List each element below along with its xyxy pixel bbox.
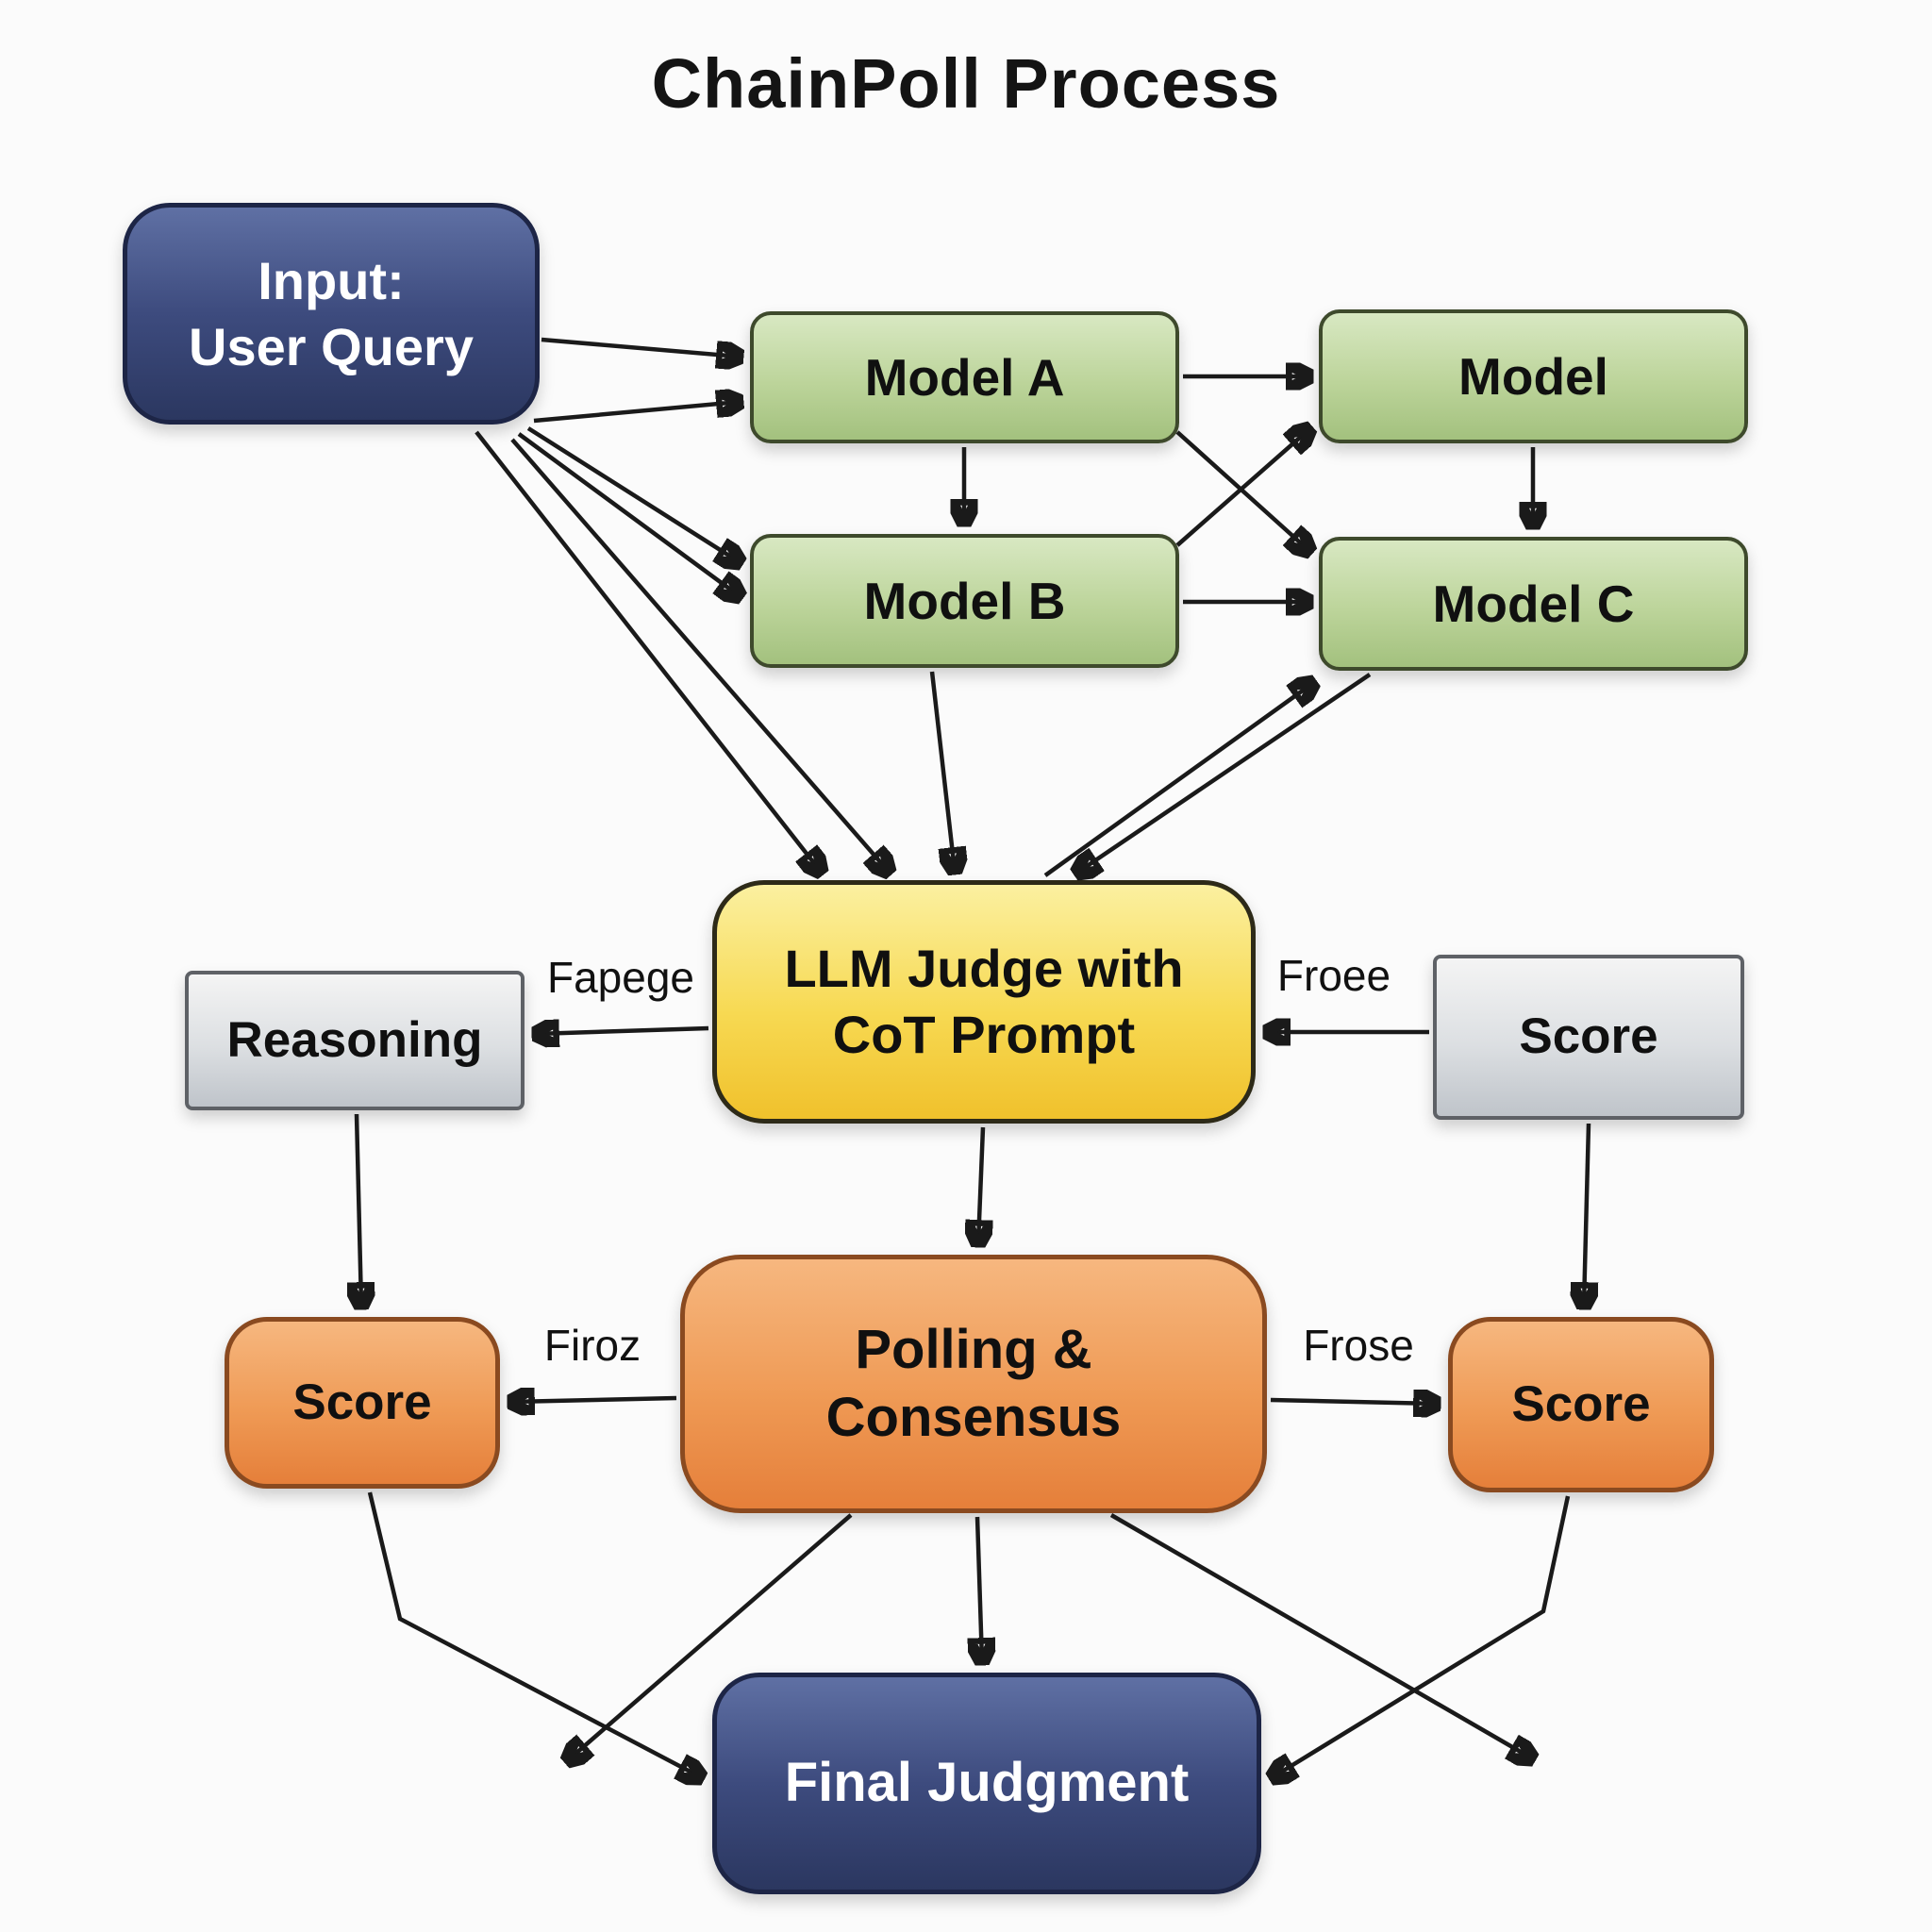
- edge-model-c-llm-judge: [1077, 673, 1372, 873]
- edge-llm-judge-polling: [978, 1126, 983, 1243]
- edge-model-a-model-c-diag: [1175, 430, 1309, 551]
- node-polling-consensus: Polling & Consensus: [680, 1255, 1267, 1513]
- node-llm-judge: LLM Judge with CoT Prompt: [712, 880, 1256, 1124]
- node-score-bottom-left: Score: [225, 1317, 500, 1489]
- edge-input-model-b-2: [517, 432, 740, 596]
- node-model-b-label: Model B: [863, 571, 1066, 630]
- edge-input-model-b-1: [526, 426, 740, 562]
- edge-model-b-model-diag: [1175, 429, 1309, 547]
- node-final-judgment: Final Judgment: [712, 1673, 1261, 1894]
- edge-judge-model-c-up: [1043, 683, 1313, 877]
- diagram-title: ChainPoll Process: [651, 44, 1281, 123]
- node-input-user-query: Input: User Query: [123, 203, 540, 425]
- edge-label-fapege: Fapege: [547, 953, 694, 1002]
- edge-label-froee: Froee: [1277, 951, 1391, 1000]
- node-score-top-right-label: Score: [1519, 1008, 1658, 1065]
- node-model-a: Model A: [750, 311, 1179, 443]
- edge-input-model-a-1: [541, 337, 740, 357]
- edge-score-right-final: [1273, 1495, 1571, 1777]
- node-polling-consensus-label: Polling & Consensus: [825, 1318, 1122, 1449]
- node-llm-judge-label: LLM Judge with CoT Prompt: [784, 939, 1184, 1064]
- edge-polling-final: [977, 1516, 982, 1661]
- node-model-c: Model C: [1319, 537, 1748, 671]
- node-reasoning-label: Reasoning: [226, 1011, 483, 1068]
- node-model-a-label: Model A: [864, 347, 1065, 407]
- edge-score-gray-score-right: [1584, 1123, 1589, 1306]
- node-score-bottom-left-label: Score: [292, 1374, 432, 1430]
- edge-input-model-a-2: [533, 402, 740, 424]
- edge-label-firoz: Firoz: [544, 1321, 641, 1370]
- node-model-label: Model: [1458, 346, 1608, 406]
- edge-reasoning-score-left: [357, 1113, 361, 1306]
- node-reasoning: Reasoning: [185, 971, 525, 1110]
- node-final-judgment-label: Final Judgment: [784, 1752, 1190, 1814]
- edge-llm-judge-reasoning: [536, 1028, 709, 1034]
- edge-score-left-final: [367, 1491, 701, 1777]
- node-input-user-query-label: Input: User Query: [189, 250, 474, 376]
- node-model-b: Model B: [750, 534, 1179, 668]
- node-model: Model: [1319, 309, 1748, 443]
- edge-polling-score-left: [511, 1398, 677, 1402]
- edge-polling-score-right: [1270, 1400, 1437, 1404]
- edge-label-frose: Frose: [1303, 1321, 1414, 1370]
- edge-model-b-llm-judge: [929, 671, 955, 871]
- node-score-bottom-right: Score: [1448, 1317, 1714, 1492]
- node-score-bottom-right-label: Score: [1511, 1375, 1651, 1432]
- node-model-c-label: Model C: [1432, 574, 1635, 633]
- node-score-top-right: Score: [1433, 955, 1744, 1120]
